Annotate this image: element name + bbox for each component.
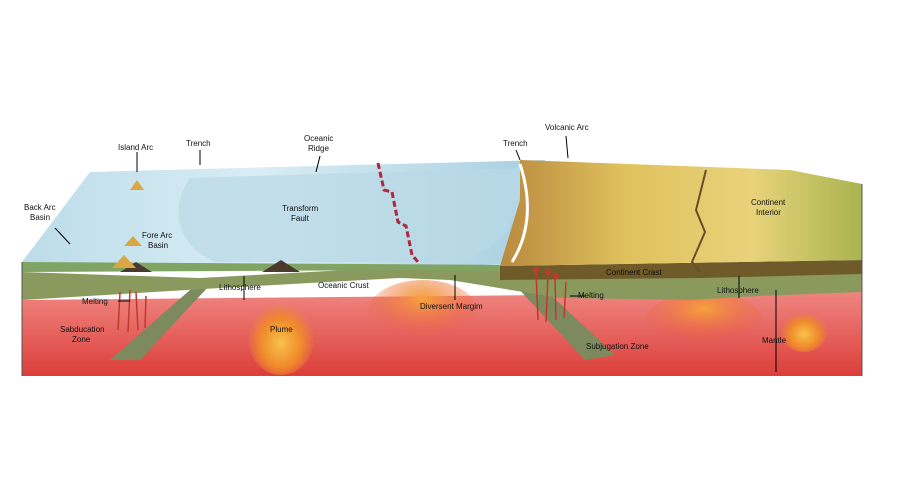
- label-lithosphere-right: Lithosphere: [717, 286, 759, 295]
- label-mantle: Mantle: [762, 336, 786, 345]
- label-continent-interior-1: Continent: [751, 198, 785, 207]
- label-plume: Plume: [270, 325, 293, 334]
- label-melting-right: Melting: [578, 291, 604, 300]
- label-oceanic-ridge-1: Oceanic: [304, 134, 333, 143]
- label-transform-2: Fault: [291, 214, 309, 223]
- ridge-magma: [368, 280, 478, 344]
- small-plume: [780, 308, 828, 352]
- label-trench-left: Trench: [186, 139, 211, 148]
- label-volcanic-arc: Volcanic Arc: [545, 123, 589, 132]
- label-oceanic-crust: Oceanic Crust: [318, 281, 369, 290]
- plume-magma: [247, 295, 315, 375]
- label-oceanic-ridge-2: Ridge: [308, 144, 329, 153]
- label-lithosphere-left: Lithosphere: [219, 283, 261, 292]
- label-fore-arc-2: Basin: [148, 241, 168, 250]
- label-subduction-2: Zone: [72, 335, 90, 344]
- label-divergent-margin: Diversent Margim: [420, 302, 483, 311]
- label-island-arc: Island Arc: [118, 143, 153, 152]
- label-trench-right: Trench: [503, 139, 528, 148]
- label-continent-crust: Continent Crast: [606, 268, 662, 277]
- label-back-arc-2: Basin: [30, 213, 50, 222]
- label-transform-1: Transform: [282, 204, 318, 213]
- continent-surface: [500, 160, 862, 266]
- continent-magma: [646, 292, 762, 348]
- label-subjugation-zone: Subjugation Zone: [586, 342, 649, 351]
- label-continent-interior-2: Interior: [756, 208, 781, 217]
- label-melting-left: Melting: [82, 297, 108, 306]
- oceanic-basin: [179, 168, 521, 262]
- label-fore-arc-1: Fore Arc: [142, 231, 172, 240]
- label-back-arc-1: Back Arc: [24, 203, 56, 212]
- label-subduction-1: Sabducation: [60, 325, 104, 334]
